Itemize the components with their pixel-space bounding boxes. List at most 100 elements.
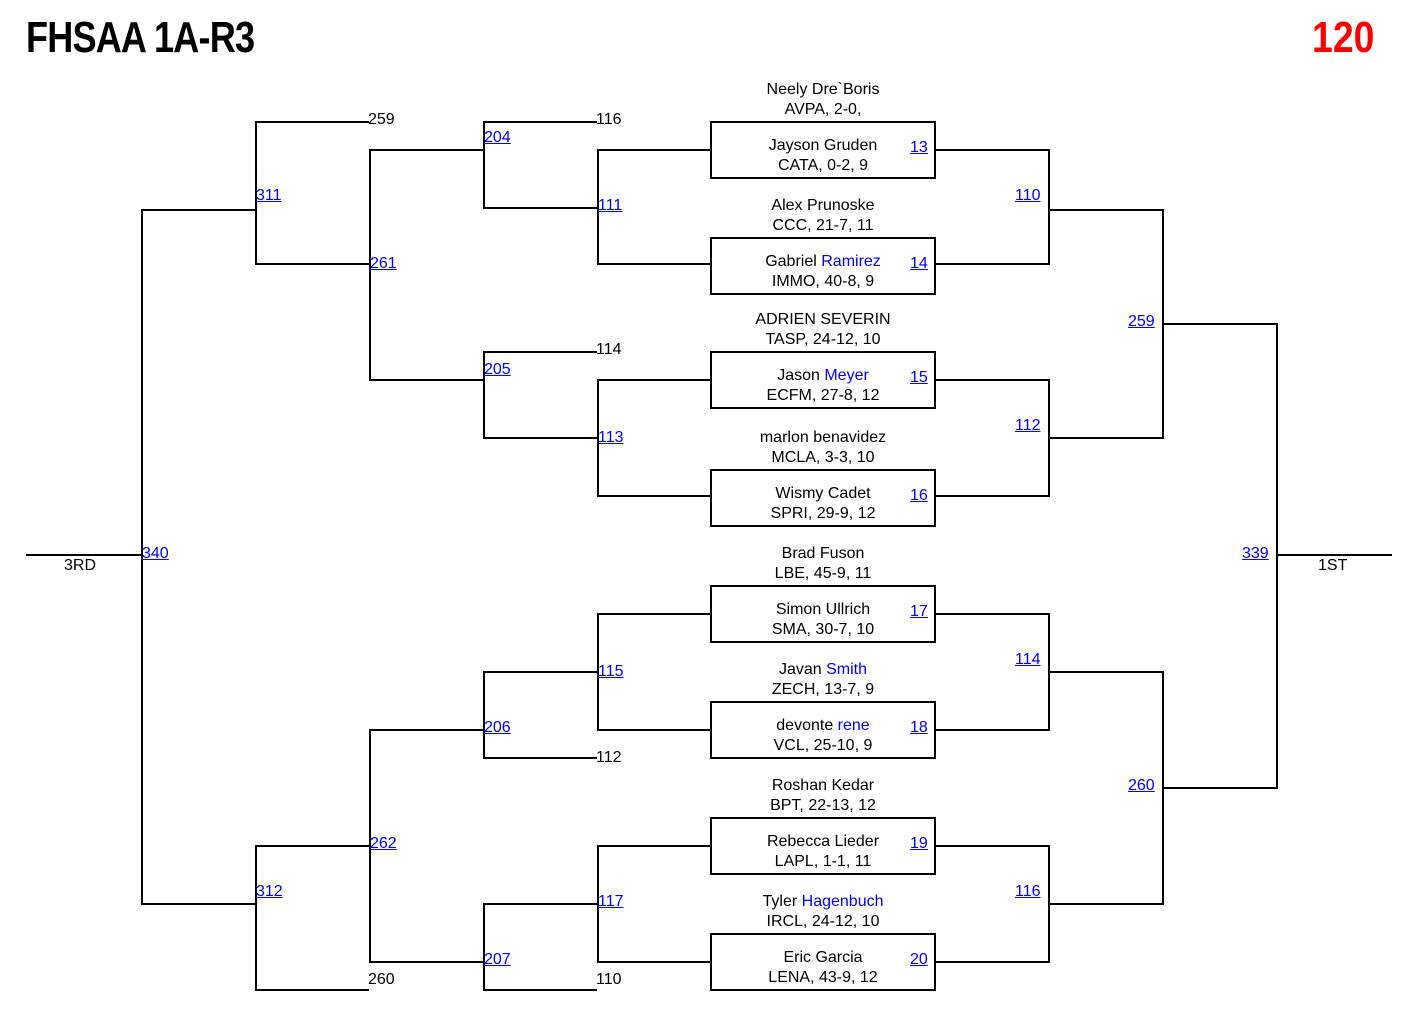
bout-link-14[interactable]: 14: [910, 255, 928, 272]
bracket-line: [369, 961, 483, 963]
match-box: [710, 237, 936, 295]
wrestler-first-name: marlon: [759, 429, 814, 446]
wrestler-school: LENA, 43-9, 12: [768, 969, 878, 986]
wrestler-last-name: benavidez: [813, 429, 887, 446]
bracket-line: [483, 351, 485, 438]
bracket-line: [1048, 149, 1050, 264]
bracket-line: [597, 149, 599, 264]
bout-link-117[interactable]: 117: [598, 893, 624, 910]
wrestler-first-name: ADRIEN: [755, 311, 821, 328]
wrestler-name: marlon benavidez: [710, 428, 936, 448]
wrestler-last-name: Gruden: [823, 137, 878, 154]
wrestler-last-name[interactable]: Ramirez: [821, 253, 881, 270]
bout-link-260[interactable]: 260: [1128, 777, 1155, 794]
bracket-line: [1050, 671, 1164, 673]
wrestler-school: LBE, 45-9, 11: [774, 565, 872, 582]
wrestler-school: ZECH, 13-7, 9: [771, 681, 875, 698]
bracket-line: [935, 263, 1050, 265]
wrestler-school: AVPA, 2-0,: [784, 101, 862, 118]
bout-link-110[interactable]: 110: [1015, 187, 1041, 204]
wrestler-first-name: devonte: [776, 717, 838, 734]
bracket-line: [935, 149, 1050, 151]
wrestler-name: Roshan Kedar: [710, 776, 936, 796]
bout-link-262[interactable]: 262: [370, 835, 397, 852]
bout-link-116[interactable]: 116: [1015, 883, 1041, 900]
wrestler-name: Jason Meyer: [710, 366, 936, 386]
bracket-line: [1048, 845, 1050, 962]
bracket-line: [1162, 209, 1164, 438]
bracket-line: [597, 263, 712, 265]
feeder-label: 116: [596, 111, 622, 128]
bout-link-311[interactable]: 311: [256, 187, 282, 204]
feeder-label: 259: [368, 111, 395, 128]
wrestler-first-name: Wismy: [775, 485, 828, 502]
bout-link-20[interactable]: 20: [910, 951, 928, 968]
wrestler-first-name: Brad: [781, 545, 820, 562]
bout-link-312[interactable]: 312: [256, 883, 283, 900]
bout-link-113[interactable]: 113: [598, 429, 624, 446]
bracket-line: [1048, 379, 1050, 496]
wrestler-last-name: Lieder: [834, 833, 880, 850]
bout-link-19[interactable]: 19: [910, 835, 928, 852]
wrestler-first-name: Alex: [771, 197, 807, 214]
bracket-line: [597, 961, 712, 963]
bracket-line: [935, 961, 1050, 963]
bracket-line: [483, 351, 597, 353]
bracket-line: [935, 729, 1050, 731]
bout-link-17[interactable]: 17: [910, 603, 928, 620]
wrestler-name: Eric Garcia: [710, 948, 936, 968]
first-place-label: 1ST: [1318, 557, 1348, 574]
bout-link-111[interactable]: 111: [598, 197, 623, 214]
wrestler-school: SMA, 30-7, 10: [771, 621, 875, 638]
bout-link-261[interactable]: 261: [370, 255, 397, 272]
wrestler-first-name: Neely: [766, 81, 812, 98]
bout-link-115[interactable]: 115: [598, 663, 624, 680]
bracket-line: [26, 554, 141, 556]
bracket-line: [597, 379, 599, 496]
bout-link-13[interactable]: 13: [910, 139, 928, 156]
bracket-line: [369, 379, 483, 381]
bout-link-206[interactable]: 206: [484, 719, 511, 736]
bout-link-339[interactable]: 339: [1242, 545, 1269, 562]
bracket-line: [255, 121, 369, 123]
bracket-line: [255, 845, 257, 990]
third-place-label: 3RD: [64, 557, 97, 574]
wrestler-school: ECFM, 27-8, 12: [766, 387, 880, 404]
wrestler-school: CCC, 21-7, 11: [772, 217, 874, 234]
wrestler-name: Jayson Gruden: [710, 136, 936, 156]
wrestler-school: IMMO, 40-8, 9: [771, 273, 875, 290]
bracket-line: [935, 495, 1050, 497]
wrestler-last-name[interactable]: Smith: [826, 661, 868, 678]
bracket-line: [597, 149, 712, 151]
bout-link-259[interactable]: 259: [1128, 313, 1155, 330]
wrestler-school: BPT, 22-13, 12: [770, 797, 876, 814]
bout-link-114[interactable]: 114: [1015, 651, 1041, 668]
wrestler-name: Tyler Hagenbuch: [710, 892, 936, 912]
bracket-line: [369, 729, 483, 731]
wrestler-first-name: Jason: [777, 367, 825, 384]
wrestler-name: Alex Prunoske: [710, 196, 936, 216]
bout-link-205[interactable]: 205: [484, 361, 511, 378]
bracket-line: [1164, 787, 1278, 789]
bout-link-207[interactable]: 207: [484, 951, 511, 968]
wrestler-last-name[interactable]: rene: [837, 717, 870, 734]
bracket-line: [1050, 903, 1164, 905]
bout-link-204[interactable]: 204: [484, 129, 511, 146]
bracket-line: [141, 209, 255, 211]
bout-link-340[interactable]: 340: [142, 545, 169, 562]
bout-link-18[interactable]: 18: [910, 719, 928, 736]
bracket-line: [483, 437, 597, 439]
bout-link-16[interactable]: 16: [910, 487, 928, 504]
bracket-line: [1050, 437, 1164, 439]
wrestler-last-name[interactable]: Hagenbuch: [801, 893, 884, 910]
bracket-line: [597, 613, 712, 615]
bout-link-112[interactable]: 112: [1015, 417, 1041, 434]
wrestler-last-name: Garcia: [815, 949, 863, 966]
bout-link-15[interactable]: 15: [910, 369, 928, 386]
bracket-line: [141, 209, 143, 904]
feeder-label: 260: [368, 971, 395, 988]
wrestler-last-name[interactable]: Meyer: [824, 367, 869, 384]
wrestler-school: SPRI, 29-9, 12: [770, 505, 876, 522]
bracket-line: [597, 845, 712, 847]
wrestler-name: Rebecca Lieder: [710, 832, 936, 852]
